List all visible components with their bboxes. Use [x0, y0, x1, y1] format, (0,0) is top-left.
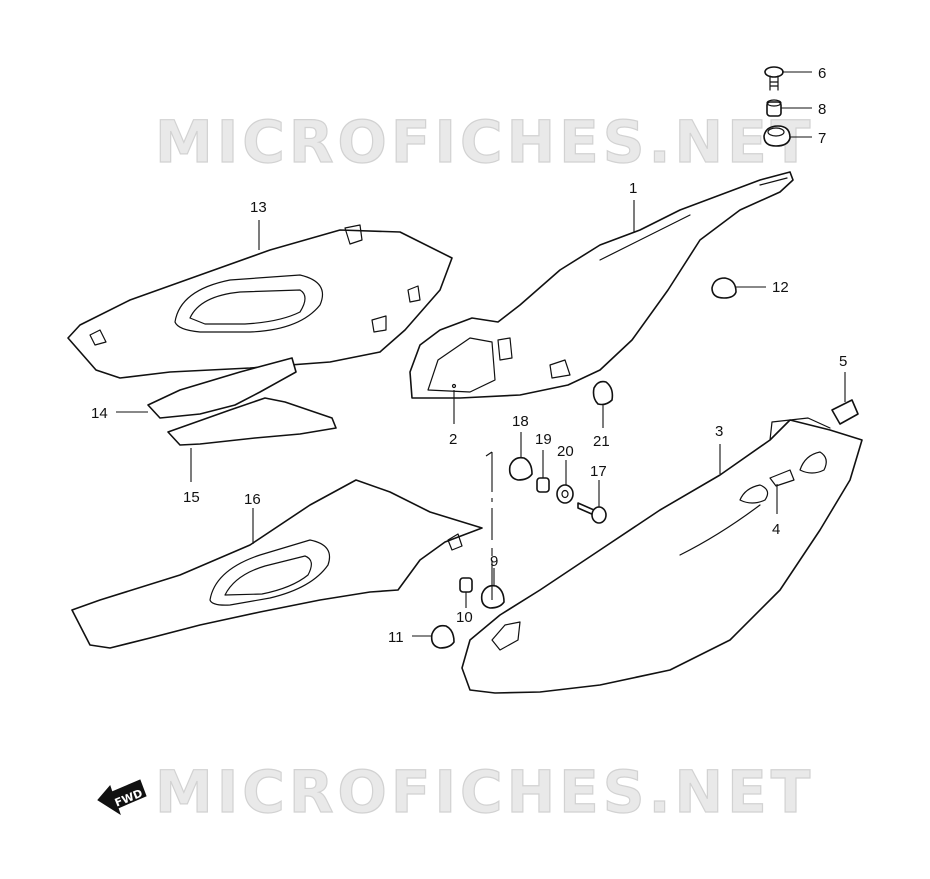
part-6-screw[interactable]: [764, 66, 784, 91]
callout-18: 18: [512, 413, 529, 430]
part-12-grommet[interactable]: [711, 277, 737, 299]
callout-14: 14: [91, 405, 108, 422]
part-7-grommet[interactable]: [763, 125, 791, 147]
callout-8: 8: [818, 101, 826, 118]
callout-19: 19: [535, 431, 552, 448]
part-11-grommet[interactable]: [430, 624, 455, 649]
part-17-bolt[interactable]: [577, 502, 607, 524]
part-20-washer[interactable]: [556, 484, 574, 504]
part-21-spacer[interactable]: [592, 380, 614, 406]
part-18-grommet[interactable]: [508, 456, 533, 481]
part-5-pad[interactable]: [831, 399, 859, 425]
part-3-side-cowl[interactable]: [461, 417, 863, 694]
callout-13: 13: [250, 199, 267, 216]
callout-6: 6: [818, 65, 826, 82]
part-8-spacer[interactable]: [766, 99, 782, 117]
part-2-marker: [451, 383, 457, 389]
callout-21: 21: [593, 433, 610, 450]
fwd-arrow-icon: FWD: [97, 779, 147, 816]
callout-4: 4: [772, 521, 780, 538]
part-10-collar[interactable]: [459, 577, 473, 593]
part-14-trim[interactable]: [147, 357, 297, 419]
assembly-line-tick: [485, 451, 493, 457]
callout-3: 3: [715, 423, 723, 440]
callout-7: 7: [818, 130, 826, 147]
callout-17: 17: [590, 463, 607, 480]
callout-2: 2: [449, 431, 457, 448]
part-9-grommet[interactable]: [480, 584, 505, 609]
callout-1: 1: [629, 180, 637, 197]
callout-9: 9: [490, 553, 498, 570]
callout-10: 10: [456, 609, 473, 626]
part-1-rear-cowl[interactable]: [409, 171, 794, 399]
watermark-bottom: MICROFICHES.NET: [155, 758, 814, 826]
callout-5: 5: [839, 353, 847, 370]
part-16-lower-side-cover[interactable]: [71, 479, 483, 649]
callout-20: 20: [557, 443, 574, 460]
callout-11: 11: [388, 629, 404, 646]
callout-12: 12: [772, 279, 789, 296]
callout-16: 16: [244, 491, 261, 508]
part-15-trim[interactable]: [167, 397, 337, 446]
part-19-collar[interactable]: [536, 477, 550, 493]
part-13-upper-side-cover[interactable]: [67, 224, 453, 379]
watermark-top: MICROFICHES.NET: [155, 108, 814, 176]
callout-15: 15: [183, 489, 200, 506]
leader-lines: [116, 71, 846, 637]
